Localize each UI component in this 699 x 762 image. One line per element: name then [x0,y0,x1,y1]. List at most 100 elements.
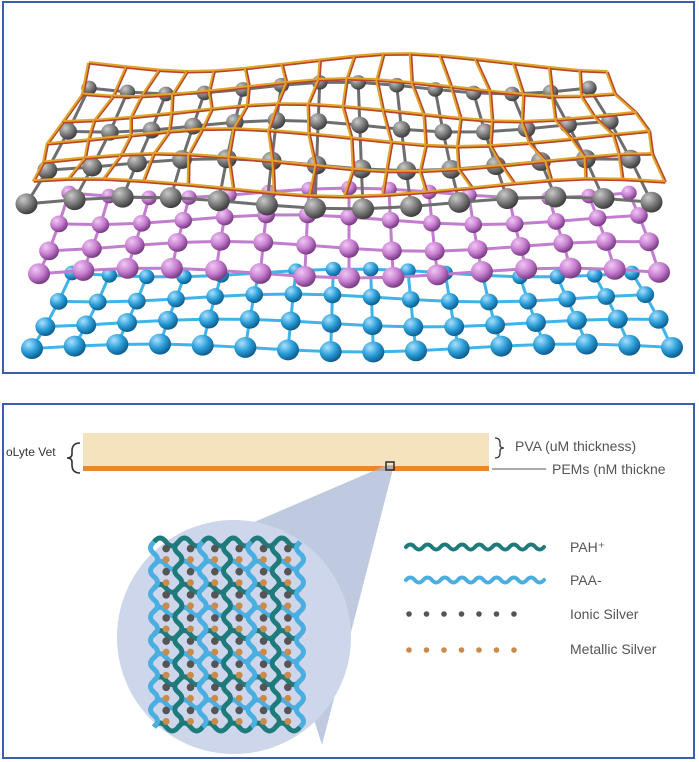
mesh-strand [513,61,551,68]
blue-atom [323,286,342,304]
mesh-strand [139,69,160,98]
blue-atom [405,340,427,362]
blue-atom [245,286,264,303]
mesh-strand [489,121,493,147]
ionic-silver-dot [284,660,292,668]
polymer-pattern [148,535,306,734]
ionic-silver-dot [186,567,195,576]
mesh-strand [426,186,473,193]
layered-lattice-illustration [15,52,683,363]
legend-item-paa: PAA- [404,572,602,588]
magenta-atom [381,241,402,261]
gold-mesh-layer [31,52,667,199]
ionic-silver-dot [259,683,268,692]
ionic-silver-dot [284,544,292,553]
mesh-strand [249,80,288,87]
blue-atom [400,263,416,278]
pems-layer [83,466,489,471]
mesh-strand [83,140,89,159]
gray-atom [59,123,77,140]
ionic-silver-dot [259,567,268,576]
metallic-silver-dot [162,625,170,633]
metallic-silver-dot [211,718,219,725]
mesh-strand [350,138,354,170]
mesh-strand [617,154,624,180]
polymer-chain [148,540,160,729]
ionic-silver-dot [162,544,170,553]
metallic-silver-dot [284,625,292,633]
blue-atom [597,288,616,305]
mesh-strand [171,71,188,96]
metallic-silver-dot [260,694,267,702]
mesh-strand [489,145,503,167]
magenta-atom [72,260,95,281]
ionic-silver-dot [235,591,243,599]
mesh-strand [169,127,203,132]
blue-atom [526,313,546,332]
metallic-silver-dot [235,579,243,587]
mesh-strand [581,92,616,97]
mesh-strand [528,142,547,163]
magenta-atom [381,211,400,229]
mesh-strand [375,79,384,111]
mesh-strand [384,142,392,172]
magenta-atom [249,262,272,284]
metallic-silver-dot [162,718,170,725]
mesh-strand [547,67,554,97]
mesh-strand [546,155,586,162]
ionic-silver-dot [211,567,219,576]
polymer-chain [269,540,282,729]
magenta-atom [293,265,316,287]
mesh-strand [141,92,174,97]
mesh-strand [461,116,493,122]
mesh-strand [375,54,384,81]
magenta-atom [253,232,274,252]
metallic-silver-dot [260,579,267,587]
blue-atom [88,293,107,311]
mesh-strand [341,106,353,139]
mesh-strand [583,157,587,180]
magenta-atom-layer [28,180,670,289]
blue-atom [49,293,68,310]
blue-atom [618,334,641,356]
metallic-silver-dot [211,648,219,656]
ionic-silver-dot [235,660,243,668]
metallic-silver-dot [162,694,170,702]
blue-atom [401,291,420,308]
mesh-strand [126,65,160,71]
gray-atom [159,187,182,209]
mesh-strand [520,94,525,122]
mesh-strand [544,161,552,181]
mesh-strand [383,190,428,196]
mesh-strand [578,70,582,97]
blue-atom [362,288,381,306]
metallic-silver-dot [235,648,243,656]
mesh-strand [611,134,620,156]
metallic-silver-dot [187,694,194,702]
blue-atom [661,336,683,358]
mesh-strand [555,115,595,121]
ionic-silver-dot [235,706,243,715]
blue-atom [158,310,178,330]
blue-atom [234,336,257,358]
metallic-silver-dot [284,556,292,563]
mesh-strand [103,177,144,182]
metallic-silver-dot [260,556,267,563]
mesh-strand [131,111,173,118]
blue-atom [586,268,603,283]
legend-item-ionic-silver: Ionic Silver [406,606,639,622]
gray-atom [111,186,134,208]
ionic-silver-dot [186,614,195,622]
mesh-strand [605,71,616,95]
ionic-silver-dot [284,706,292,715]
metallic-silver-dot [211,602,219,610]
ionic-silver-dot [458,611,465,617]
blue-atom [566,310,587,330]
mesh-strand [570,138,586,159]
polymer-chain [196,540,209,729]
mesh-strand [308,165,317,197]
mesh-strand [424,113,462,119]
left-brace [66,442,81,474]
magenta-atom [382,266,405,288]
metallic-silver-dot [211,556,219,563]
